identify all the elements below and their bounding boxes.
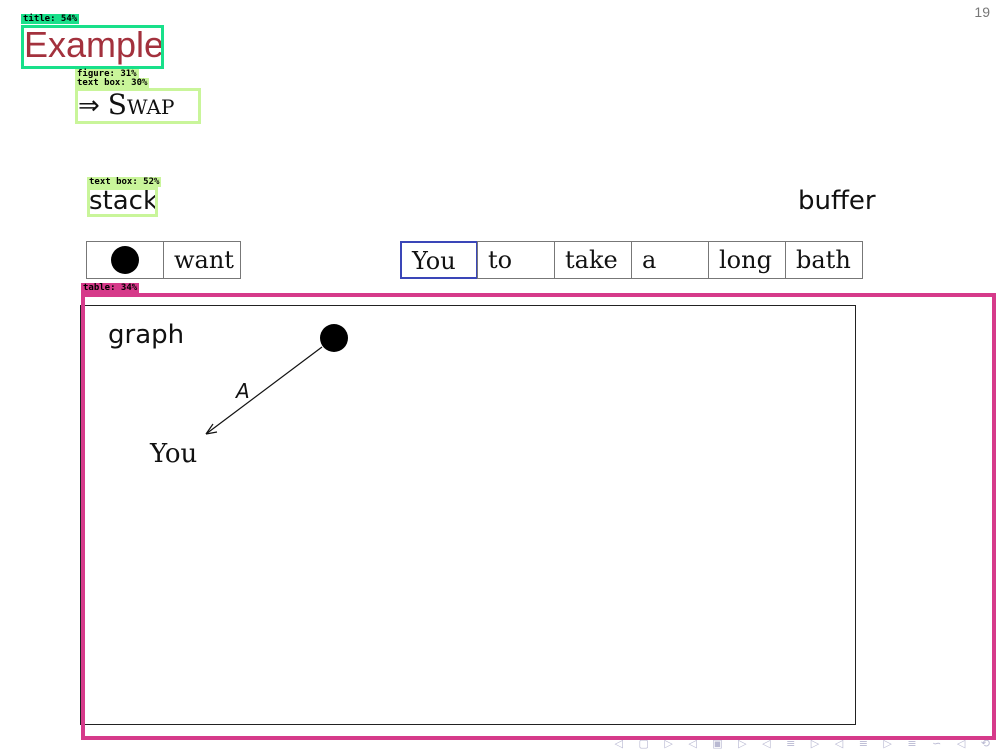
detection-box-stack: [87, 187, 158, 217]
stack-cell: want: [163, 241, 241, 279]
arrowhead-icon: [205, 423, 218, 435]
root-node-circle: [320, 324, 348, 352]
detection-box-title: [21, 25, 164, 69]
detection-label-textbox: text box: 30%: [75, 78, 150, 88]
slide-number: 19: [974, 4, 990, 20]
root-node-dot: [111, 246, 139, 274]
detection-label-stack: text box: 52%: [87, 177, 162, 187]
swap-text: Swap: [107, 88, 175, 121]
implies-arrow-icon: ⇒: [78, 91, 100, 121]
stack-label: stack: [89, 186, 159, 216]
buffer-cell: take: [554, 241, 632, 279]
edge-label: A: [234, 379, 250, 403]
detection-label-table: table: 34%: [81, 283, 140, 293]
slide-title: Example: [24, 24, 165, 65]
stack-cell-root: [86, 241, 164, 279]
detection-box-figure: [75, 88, 201, 124]
swap-heading: ⇒Swap: [78, 88, 174, 121]
detection-label-title: title: 54%: [21, 14, 80, 24]
buffer-label: buffer: [798, 186, 876, 216]
buffer-cells: You to take a long bath: [400, 241, 863, 279]
beamer-nav-icons[interactable]: ◁ ▢ ▷ ◁ ▣ ▷ ◁ ≡ ▷ ◁ ≡ ▷ ≡ ∽ ◁ ⟲: [614, 737, 996, 750]
graph-node-you: You: [150, 439, 198, 469]
detection-box-table: [81, 293, 996, 740]
buffer-cell: long: [708, 241, 786, 279]
dependency-arc: [205, 346, 323, 435]
graph-panel: [80, 305, 856, 725]
graph-label: graph: [108, 320, 185, 350]
detection-label-figure: figure: 31%: [75, 69, 139, 79]
stack-cells: want: [86, 241, 241, 279]
buffer-cell: bath: [785, 241, 863, 279]
